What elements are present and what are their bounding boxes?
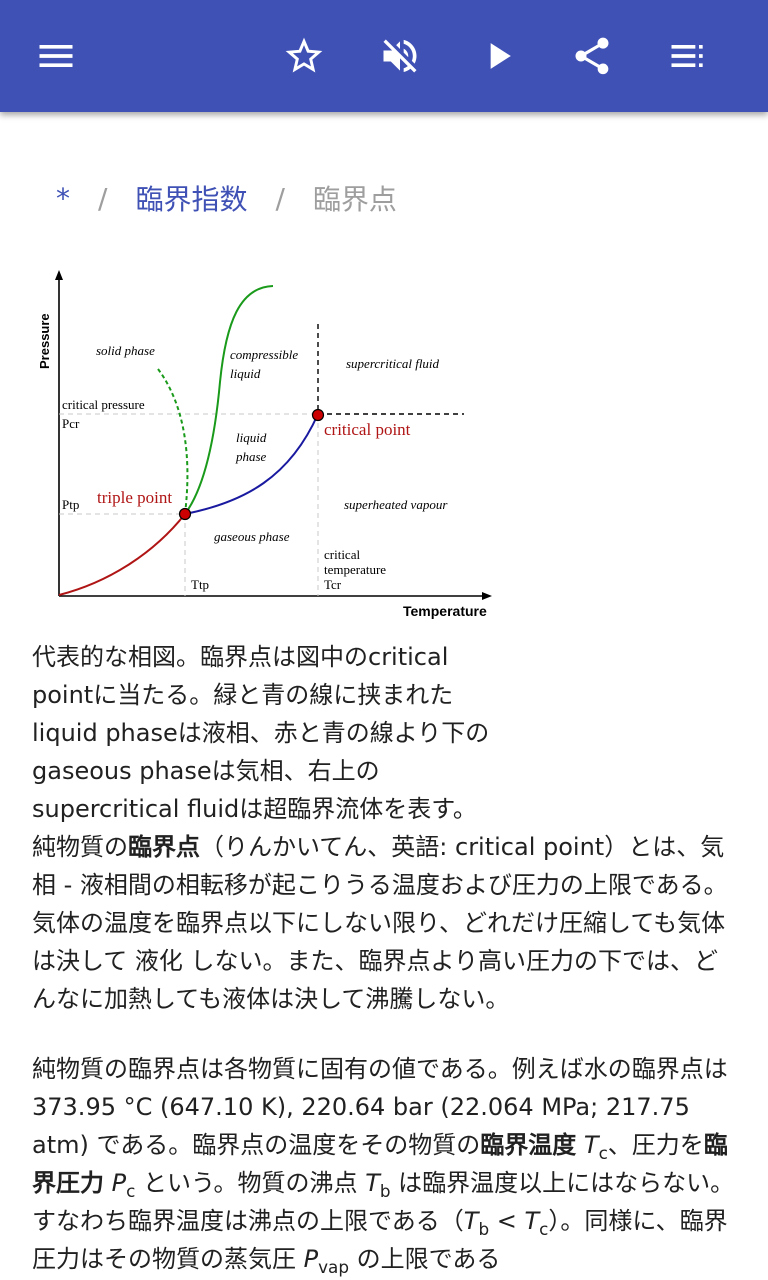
triple-point-marker xyxy=(178,507,192,521)
subscript: b xyxy=(379,1180,391,1201)
breadcrumb-parent-link[interactable]: 臨界指数 xyxy=(135,183,248,216)
y-axis-label: Pressure xyxy=(37,313,52,369)
app-bar xyxy=(0,0,768,112)
phase-diagram-image[interactable]: Pressure Temperature solid phase compres… xyxy=(30,262,500,624)
text: の上限である xyxy=(349,1245,501,1273)
tcr-label: Tcr xyxy=(324,577,342,592)
symbol: T xyxy=(583,1131,599,1159)
x-axis-arrow xyxy=(482,592,492,600)
breadcrumb-root-link[interactable]: * xyxy=(56,181,70,215)
text: ）。同様に、臨界圧力はその物質の蒸気圧 xyxy=(32,1207,728,1273)
symbol: T xyxy=(365,1169,380,1197)
y-axis-arrow xyxy=(55,270,63,280)
critical-point-label: critical point xyxy=(324,420,411,439)
breadcrumb-separator: / xyxy=(275,181,285,215)
caption-line: gaseous phaseは気相、右上の xyxy=(32,757,380,785)
play-icon[interactable] xyxy=(472,30,524,82)
text: 純物質の臨界点は各物質に固有の値である。例えば水の臨界点は 373.95 °C … xyxy=(32,1055,728,1159)
x-axis-label: Temperature xyxy=(403,603,487,619)
critical-pressure-label: critical pressure xyxy=(62,397,145,412)
symbol: P xyxy=(303,1245,319,1273)
breadcrumb: * / 臨界指数 / 臨界点 xyxy=(56,176,397,220)
figure-caption: 代表的な相図。臨界点は図中のcritical pointに当たる。緑と青の線に挟… xyxy=(32,638,552,828)
star-icon[interactable] xyxy=(278,30,330,82)
text: 純物質の xyxy=(32,833,128,861)
caption-line: pointに当たる。緑と青の線に挟まれた xyxy=(32,681,454,709)
subscript: c xyxy=(126,1180,136,1201)
critical-temperature-label: critical xyxy=(324,547,360,562)
text: < xyxy=(489,1207,525,1235)
term-critical-pressure: 臨界圧力 xyxy=(32,1131,728,1197)
text: は臨界温度以上にはならない。すなわち臨界温度は沸点の上限である（ xyxy=(32,1169,735,1235)
caption-line: 代表的な相図。臨界点は図中のcritical xyxy=(32,643,449,671)
superheated-vapour-label: superheated vapour xyxy=(344,497,448,512)
menu-icon[interactable] xyxy=(30,30,82,82)
symbol: P xyxy=(111,1169,127,1197)
solid-phase-label: solid phase xyxy=(96,343,155,358)
subscript: b xyxy=(478,1218,490,1239)
share-icon[interactable] xyxy=(566,30,618,82)
ttp-label: Ttp xyxy=(191,577,209,592)
melting-curve xyxy=(184,285,274,515)
subscript: c xyxy=(598,1142,608,1163)
subscript: vap xyxy=(318,1256,349,1277)
sublimation-curve xyxy=(58,513,186,596)
term-critical-point: 臨界点 xyxy=(128,833,200,861)
term-critical-temperature: 臨界温度 xyxy=(480,1131,577,1159)
liquid-phase-label: phase xyxy=(235,449,267,464)
text: 、圧力を xyxy=(607,1131,704,1159)
symbol: T xyxy=(524,1207,540,1235)
text: （りんかいてん、英語: critical point）とは、気相 - 液相間の相… xyxy=(32,833,728,1013)
paragraph-definition: 純物質の臨界点（りんかいてん、英語: critical point）とは、気相 … xyxy=(32,828,742,1018)
anomalous-melting-curve xyxy=(157,368,189,515)
vaporization-curve xyxy=(184,413,319,515)
supercritical-fluid-label: supercritical fluid xyxy=(346,356,440,371)
subscript: c xyxy=(539,1218,549,1239)
triple-point-label: triple point xyxy=(97,488,172,507)
symbol: T xyxy=(463,1207,479,1235)
ptp-label: Ptp xyxy=(62,497,79,512)
pcr-label: Pcr xyxy=(62,416,80,431)
playlist-icon[interactable] xyxy=(662,30,714,82)
text: という。物質の沸点 xyxy=(135,1169,366,1197)
article-body: 純物質の臨界点（りんかいてん、英語: critical point）とは、気相 … xyxy=(32,828,742,1280)
critical-point-marker xyxy=(311,408,325,422)
breadcrumb-separator: / xyxy=(98,181,108,215)
compressible-liquid-label: compressible xyxy=(230,347,298,362)
caption-line: liquid phaseは液相、赤と青の線より下の xyxy=(32,719,490,747)
liquid-phase-label: liquid xyxy=(236,430,267,445)
critical-temperature-label: temperature xyxy=(324,562,386,577)
volume-off-icon[interactable] xyxy=(374,30,426,82)
paragraph-properties: 純物質の臨界点は各物質に固有の値である。例えば水の臨界点は 373.95 °C … xyxy=(32,1050,742,1278)
caption-line: supercritical fluidは超臨界流体を表す。 xyxy=(32,795,477,823)
breadcrumb-current: 臨界点 xyxy=(312,183,397,216)
gaseous-phase-label: gaseous phase xyxy=(214,529,290,544)
compressible-liquid-label: liquid xyxy=(230,366,261,381)
